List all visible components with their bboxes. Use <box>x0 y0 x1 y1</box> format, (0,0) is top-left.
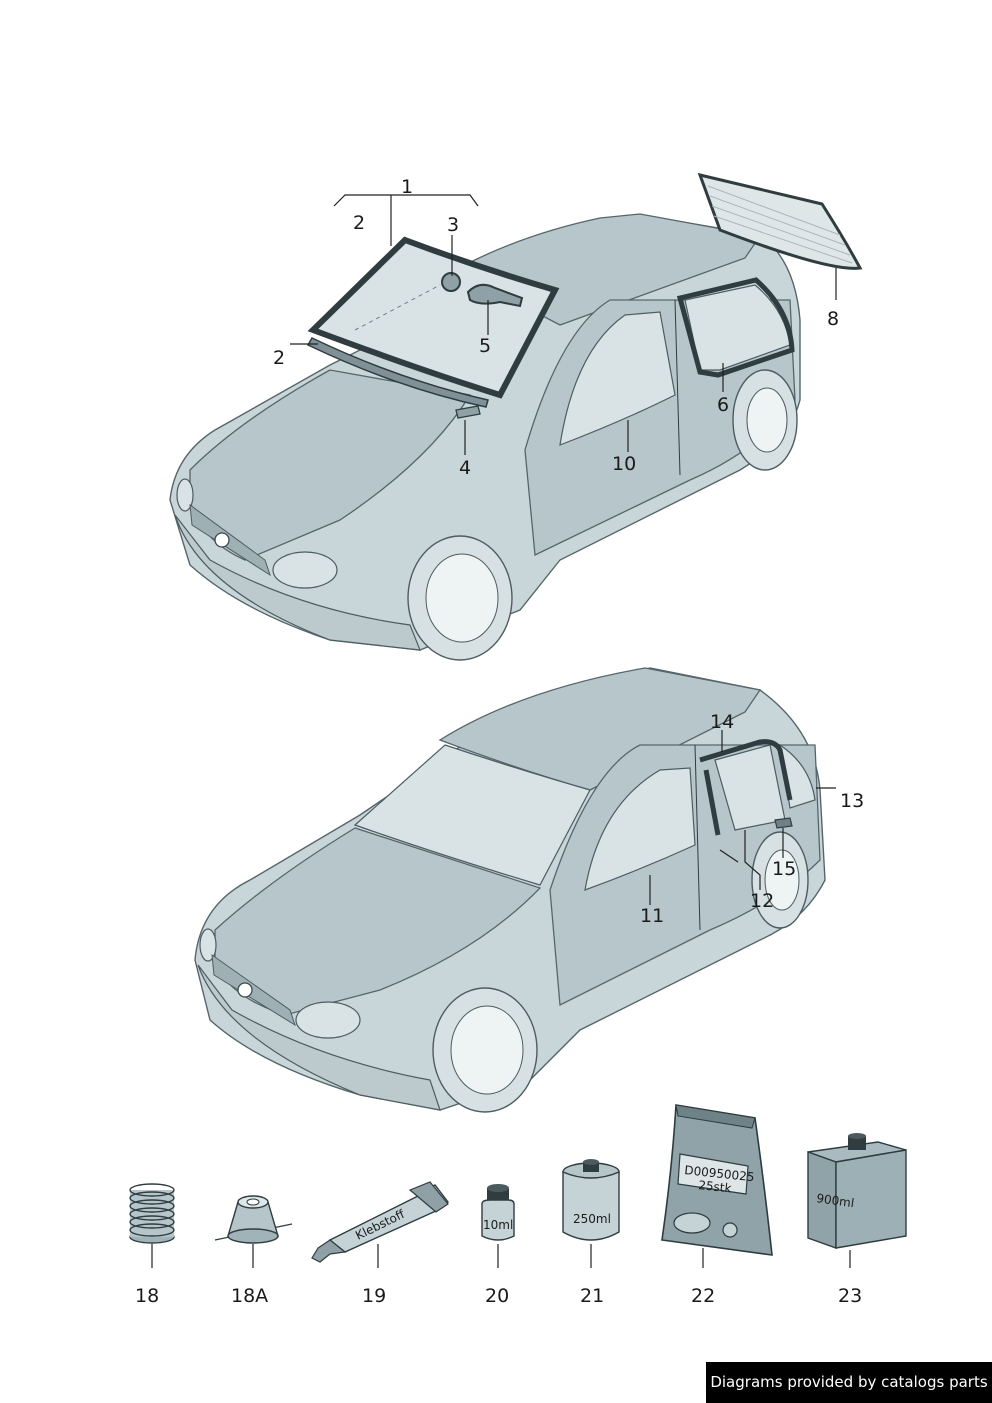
box-label: 900ml <box>816 1191 856 1210</box>
callout-18a: 18A <box>231 1285 268 1307</box>
callout-23: 23 <box>838 1285 862 1307</box>
callout-20: 20 <box>485 1285 509 1307</box>
cleaner-box-part: 900ml <box>807 1133 907 1268</box>
callout-11: 11 <box>640 905 664 927</box>
callout-2-lower: 2 <box>273 347 285 369</box>
callout-1: 1 <box>401 176 413 198</box>
credit-banner: Diagrams provided by catalogs parts <box>706 1362 992 1403</box>
callout-2-top: 2 <box>353 212 365 234</box>
callout-6: 6 <box>717 394 729 416</box>
callout-21: 21 <box>580 1285 604 1307</box>
primer-can-part: 250ml <box>562 1159 620 1268</box>
callout-numbers: 1 2 3 2 5 4 10 6 8 14 13 15 12 11 18 18A… <box>135 176 864 1307</box>
leaders-upper <box>290 194 837 455</box>
callout-14: 14 <box>710 711 734 733</box>
clip-bag-part: D00950025 25stk <box>661 1104 773 1268</box>
bag-label-line2: 25stk <box>698 1178 733 1195</box>
callout-22: 22 <box>691 1285 715 1307</box>
cone-part <box>214 1195 293 1268</box>
callout-3: 3 <box>447 214 459 236</box>
spiral-cord-part <box>129 1183 175 1268</box>
car-upper <box>169 213 801 661</box>
can-label: 250ml <box>573 1212 611 1226</box>
callout-13: 13 <box>840 790 864 812</box>
leaders-lower <box>649 730 836 905</box>
callout-19: 19 <box>362 1285 386 1307</box>
callout-10: 10 <box>612 453 636 475</box>
callout-5: 5 <box>479 335 491 357</box>
small-bottle-part: 10ml <box>481 1184 515 1268</box>
small-bottle-label: 10ml <box>483 1218 513 1232</box>
callout-18: 18 <box>135 1285 159 1307</box>
adhesive-tube-part: Klebstoff <box>311 1181 449 1268</box>
callout-12: 12 <box>750 890 774 912</box>
rear-window-part <box>697 172 863 270</box>
callout-15: 15 <box>772 858 796 880</box>
callout-4: 4 <box>459 457 471 479</box>
callout-8: 8 <box>827 308 839 330</box>
car-lower <box>194 667 826 1113</box>
